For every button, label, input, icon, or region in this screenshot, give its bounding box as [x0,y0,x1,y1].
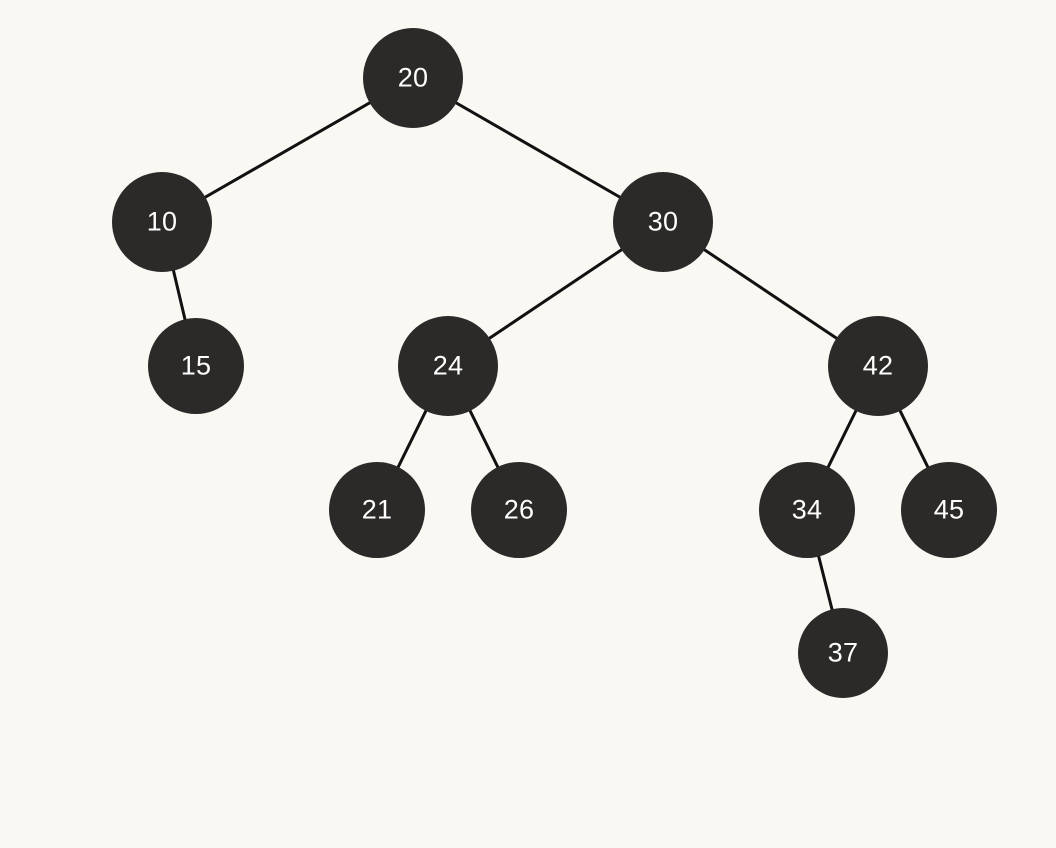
tree-node-label: 10 [146,206,178,236]
tree-node-26[interactable]: 26 [471,462,567,558]
tree-node-label: 15 [180,350,212,380]
tree-node-30[interactable]: 30 [613,172,713,272]
tree-node-34[interactable]: 34 [759,462,855,558]
tree-node-37[interactable]: 37 [798,608,888,698]
tree-node-label: 42 [862,350,894,380]
tree-node-42[interactable]: 42 [828,316,928,416]
tree-node-label: 20 [397,62,429,92]
tree-node-label: 37 [827,637,859,667]
tree-node-21[interactable]: 21 [329,462,425,558]
tree-node-label: 26 [503,494,535,524]
tree-node-label: 24 [432,350,464,380]
tree-node-label: 34 [791,494,823,524]
tree-node-label: 21 [361,494,393,524]
tree-node-15[interactable]: 15 [148,318,244,414]
tree-node-label: 30 [647,206,679,236]
tree-node-label: 45 [933,494,965,524]
tree-node-45[interactable]: 45 [901,462,997,558]
tree-node-24[interactable]: 24 [398,316,498,416]
tree-node-10[interactable]: 10 [112,172,212,272]
tree-node-20[interactable]: 20 [363,28,463,128]
